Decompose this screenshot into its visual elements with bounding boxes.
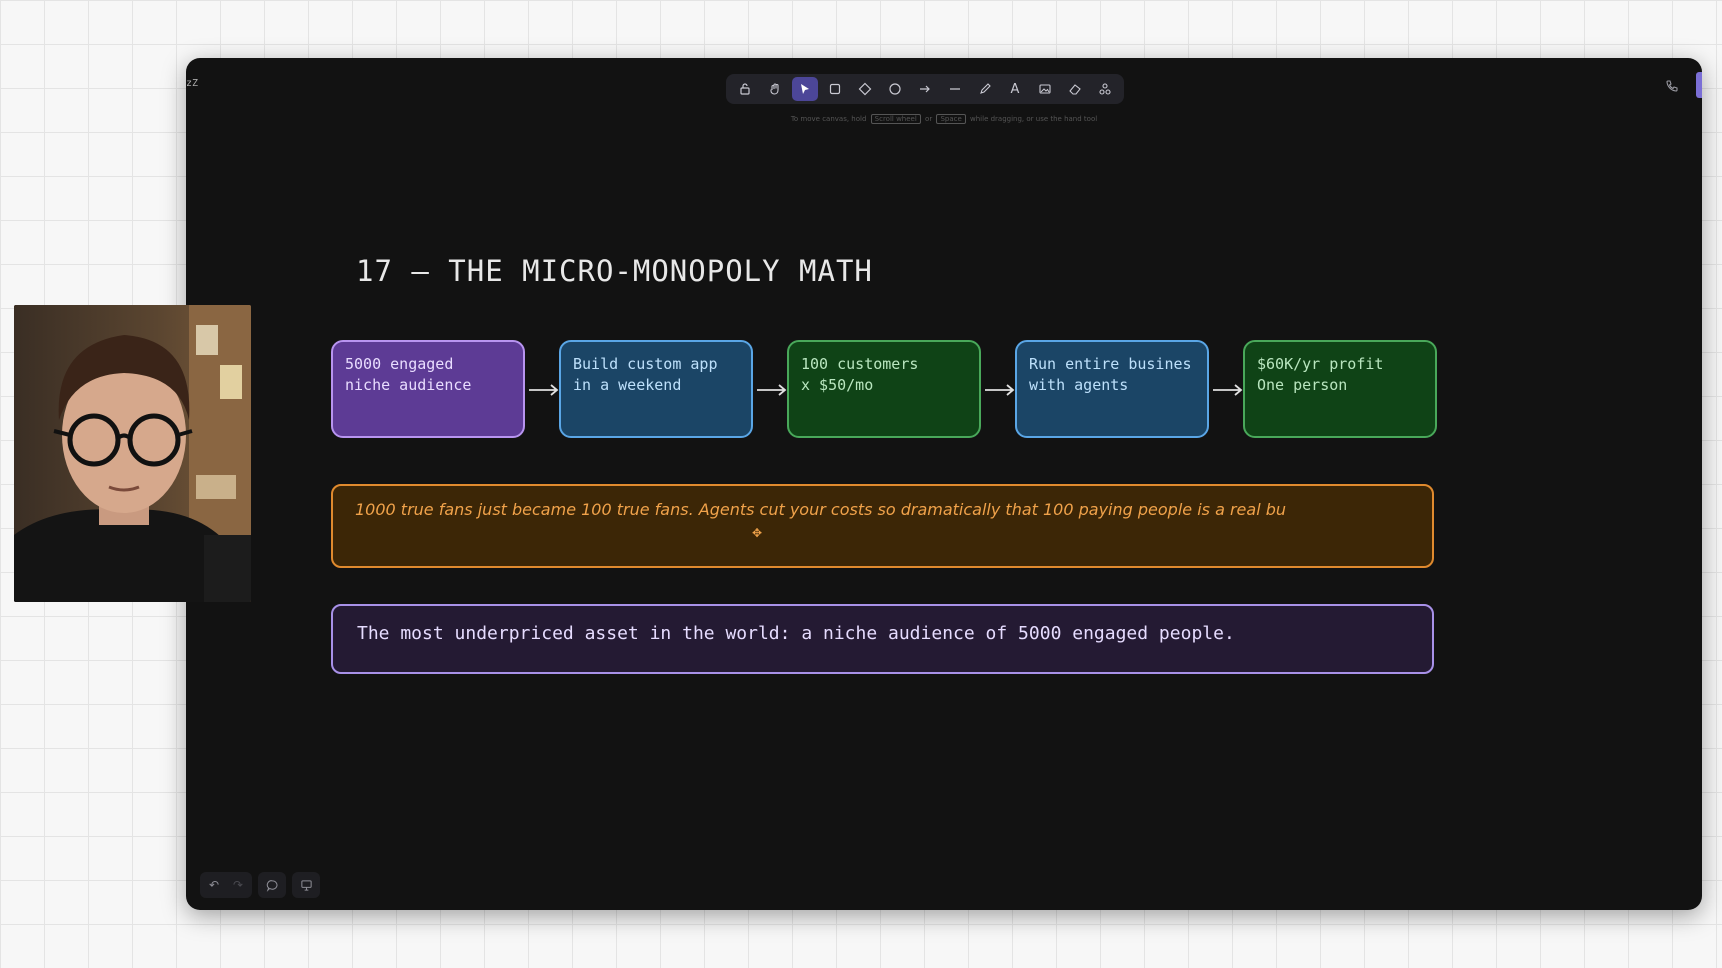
webcam-overlay <box>14 305 251 602</box>
history-controls: ↶ ↷ <box>200 872 252 898</box>
note-true-fans[interactable]: 1000 true fans just became 100 true fans… <box>331 484 1434 568</box>
canvas-hint: To move canvas, hold Scroll wheel or Spa… <box>186 114 1702 124</box>
hint-text-before: To move canvas, hold <box>790 115 867 123</box>
slide-title: 17 — THE MICRO-MONOPOLY MATH <box>356 254 873 288</box>
side-panel-tab[interactable] <box>1696 72 1702 98</box>
hint-key-scroll: Scroll wheel <box>870 114 921 124</box>
comment-controls <box>258 872 286 898</box>
flow-arrow-4 <box>1213 384 1243 396</box>
line-icon[interactable] <box>942 77 968 101</box>
hint-text-middle: or <box>925 115 933 123</box>
flow-box-customers[interactable]: 100 customers x $50/mo <box>787 340 981 438</box>
whiteboard-window: zZ A <box>186 58 1702 910</box>
flow-arrow-2 <box>757 384 787 396</box>
flow-arrow-3 <box>985 384 1015 396</box>
arrow-icon[interactable] <box>912 77 938 101</box>
phone-icon[interactable] <box>1658 72 1686 100</box>
flow-box-agents[interactable]: Run entire busines with agents <box>1015 340 1209 438</box>
undo-icon[interactable]: ↶ <box>208 878 220 892</box>
corner-label: zZ <box>186 78 199 89</box>
move-cursor-icon: ✥ <box>752 526 763 540</box>
hand-icon[interactable] <box>762 77 788 101</box>
drawing-toolbar: A <box>726 74 1124 104</box>
comment-icon[interactable] <box>260 874 284 896</box>
eraser-icon[interactable] <box>1062 77 1088 101</box>
present-controls <box>292 872 320 898</box>
pencil-icon[interactable] <box>972 77 998 101</box>
text-icon[interactable]: A <box>1010 81 1020 97</box>
diamond-icon[interactable] <box>852 77 878 101</box>
hint-key-space: Space <box>936 114 966 124</box>
bottom-controls: ↶ ↷ <box>200 872 320 898</box>
redo-icon[interactable]: ↷ <box>232 878 244 892</box>
library-icon[interactable] <box>1092 77 1118 101</box>
presenter-video <box>14 305 251 602</box>
lock-icon[interactable] <box>732 77 758 101</box>
ellipse-icon[interactable] <box>882 77 908 101</box>
flow-box-build-app[interactable]: Build custom app in a weekend <box>559 340 753 438</box>
pointer-icon[interactable] <box>792 77 818 101</box>
hint-text-after: while dragging, or use the hand tool <box>970 115 1098 123</box>
flow-arrow-1 <box>529 384 559 396</box>
presentation-icon[interactable] <box>294 874 318 896</box>
rectangle-icon[interactable] <box>822 77 848 101</box>
note-underpriced-asset[interactable]: The most underpriced asset in the world:… <box>331 604 1434 674</box>
flow-box-audience[interactable]: 5000 engaged niche audience <box>331 340 525 438</box>
flow-box-profit[interactable]: $60K/yr profit One person <box>1243 340 1437 438</box>
image-icon[interactable] <box>1032 77 1058 101</box>
